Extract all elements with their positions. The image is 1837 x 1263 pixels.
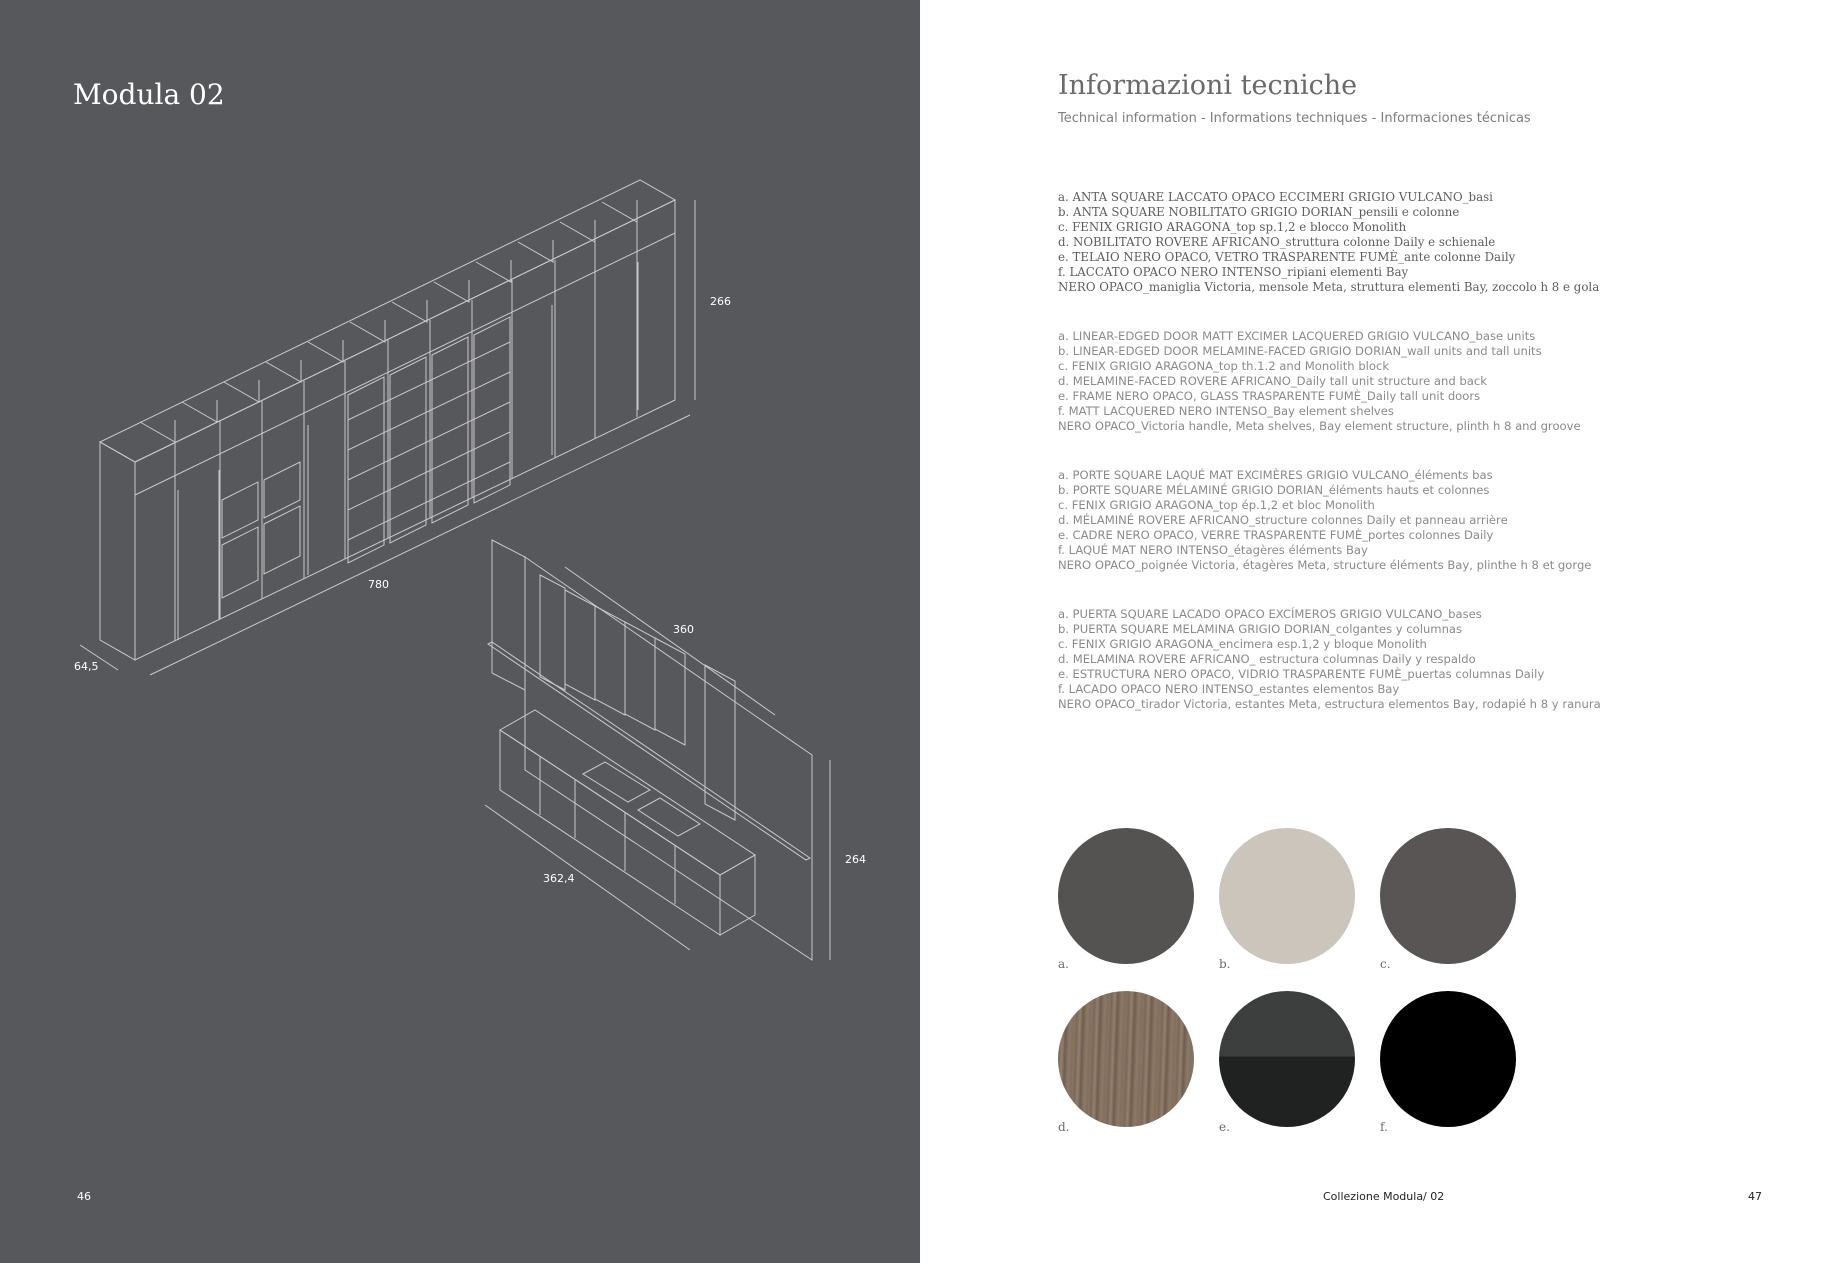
spec-line: e. CADRE NERO OPACO, VERRE TRASPARENTE F… <box>1058 528 1494 542</box>
left-page: Modula 02 <box>0 0 920 1263</box>
spec-line: a. LINEAR-EDGED DOOR MATT EXCIMER LACQUE… <box>1058 329 1536 343</box>
swatch-b <box>1219 828 1355 964</box>
swatch-label-f: f. <box>1380 1120 1388 1134</box>
height-dimension-main: 266 <box>710 295 731 308</box>
spec-line: b. PUERTA SQUARE MELAMINA GRIGIO DORIAN_… <box>1058 622 1463 636</box>
swatch-label-a: a. <box>1058 957 1069 971</box>
spec-line: f. MATT LACQUERED NERO INTENSO_Bay eleme… <box>1058 404 1394 418</box>
spec-line: a. PUERTA SQUARE LACADO OPACO EXCÍMEROS … <box>1058 607 1482 621</box>
tech-info-subtitle: Technical information - Informations tec… <box>1058 111 1531 126</box>
spec-line: e. FRAME NERO OPACO, GLASS TRASPARENTE F… <box>1058 389 1481 403</box>
width-dimension-main: 780 <box>368 578 389 591</box>
spec-block-italian: a. ANTA SQUARE LACCATO OPACO ECCIMERI GR… <box>1058 190 1758 295</box>
spec-line: d. NOBILITATO ROVERE AFRICANO_struttura … <box>1058 235 1496 249</box>
swatch-e <box>1219 991 1355 1127</box>
spec-line: d. MELAMINE-FACED ROVERE AFRICANO_Daily … <box>1058 374 1487 388</box>
collection-footer: Collezione Modula/ 02 <box>1323 1190 1445 1203</box>
spec-line: c. FENIX GRIGIO ARAGONA_top sp.1,2 e blo… <box>1058 220 1407 234</box>
wall-unit-drawing <box>79 179 696 676</box>
swatch-label-e: e. <box>1219 1120 1230 1134</box>
spec-line: e. ESTRUCTURA NERO OPACO, VIDRIO TRASPAR… <box>1058 667 1545 681</box>
island-drawing <box>484 539 831 961</box>
spec-line: NERO OPACO_tirador Victoria, estantes Me… <box>1058 697 1601 711</box>
swatch-a <box>1058 828 1194 964</box>
spec-line: NERO OPACO_poignée Victoria, étagères Me… <box>1058 558 1592 572</box>
spec-line: f. LACADO OPACO NERO INTENSO_estantes el… <box>1058 682 1400 696</box>
width-dimension-island: 360 <box>673 623 694 636</box>
right-page: Informazioni tecniche Technical informat… <box>920 0 1837 1263</box>
spec-line: d. MELAMINA ROVERE AFRICANO_ estructura … <box>1058 652 1476 666</box>
page-number-right: 47 <box>1748 1190 1762 1203</box>
spec-line: c. FENIX GRIGIO ARAGONA_top th.1.2 and M… <box>1058 359 1390 373</box>
spec-line: b. PORTE SQUARE MÉLAMINÉ GRIGIO DORIAN_é… <box>1058 483 1490 497</box>
spec-block-french: a. PORTE SQUARE LAQUÉ MAT EXCIMÈRES GRIG… <box>1058 468 1758 573</box>
model-title: Modula 02 <box>73 78 225 111</box>
spec-line: b. LINEAR-EDGED DOOR MELAMINE-FACED GRIG… <box>1058 344 1542 358</box>
kitchen-drawing: 266 780 64,5 360 362,4 264 <box>74 179 866 961</box>
spec-line: a. ANTA SQUARE LACCATO OPACO ECCIMERI GR… <box>1058 190 1493 204</box>
spec-line: NERO OPACO_Victoria handle, Meta shelves… <box>1058 419 1581 433</box>
swatch-f <box>1380 991 1516 1127</box>
spec-line: NERO OPACO_maniglia Victoria, mensole Me… <box>1058 280 1600 294</box>
spec-line: c. FENIX GRIGIO ARAGONA_top ép.1,2 et bl… <box>1058 498 1375 512</box>
depth-dimension-island: 362,4 <box>543 872 575 885</box>
swatch-label-d: d. <box>1058 1120 1070 1134</box>
spec-line: a. PORTE SQUARE LAQUÉ MAT EXCIMÈRES GRIG… <box>1058 468 1493 482</box>
spec-line: d. MÉLAMINÉ ROVERE AFRICANO_structure co… <box>1058 513 1508 527</box>
swatch-c <box>1380 828 1516 964</box>
spec-line: b. ANTA SQUARE NOBILITATO GRIGIO DORIAN_… <box>1058 205 1460 219</box>
swatch-label-c: c. <box>1380 957 1391 971</box>
spec-block-english: a. LINEAR-EDGED DOOR MATT EXCIMER LACQUE… <box>1058 329 1758 434</box>
depth-dimension-main: 64,5 <box>74 660 99 673</box>
spec-line: f. LAQUÉ MAT NERO INTENSO_étagères éléme… <box>1058 543 1368 557</box>
spec-line: e. TELAIO NERO OPACO, VETRO TRASPARENTE … <box>1058 250 1516 264</box>
height-dimension-island: 264 <box>845 853 866 866</box>
page-number-left: 46 <box>77 1190 91 1203</box>
spec-line: c. FENIX GRIGIO ARAGONA_encimera esp.1,2… <box>1058 637 1427 651</box>
swatch-label-b: b. <box>1219 957 1231 971</box>
spec-line: f. LACCATO OPACO NERO INTENSO_ripiani el… <box>1058 265 1409 279</box>
swatch-d <box>1058 991 1194 1127</box>
spec-block-spanish: a. PUERTA SQUARE LACADO OPACO EXCÍMEROS … <box>1058 607 1758 712</box>
tech-info-title: Informazioni tecniche <box>1058 70 1358 101</box>
